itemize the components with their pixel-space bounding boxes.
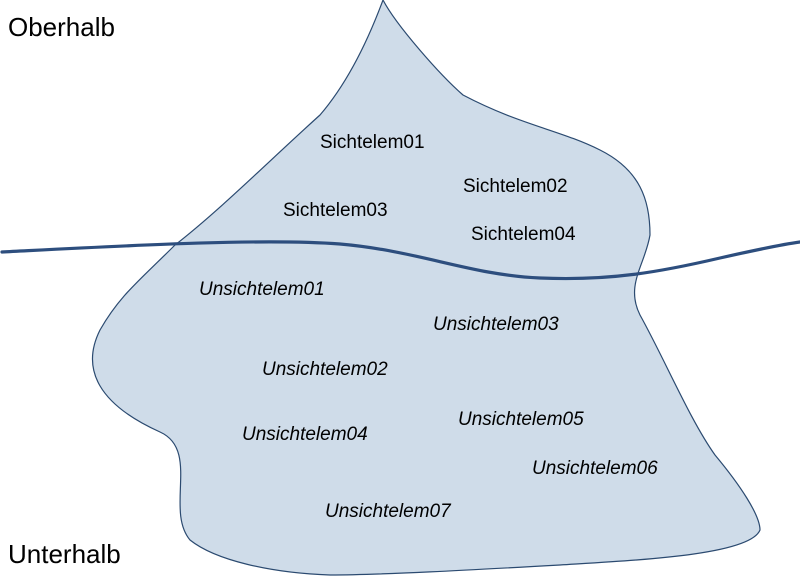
hidden-element-label: Unsichtelem05	[458, 409, 584, 430]
visible-element-label: Sichtelem02	[463, 176, 568, 197]
region-label-above: Oberhalb	[8, 12, 115, 42]
visible-element-label: Sichtelem04	[471, 224, 576, 245]
visible-element-label: Sichtelem01	[320, 132, 425, 153]
hidden-element-label: Unsichtelem06	[532, 458, 658, 479]
hidden-element-label: Unsichtelem02	[262, 359, 388, 380]
hidden-element-label: Unsichtelem03	[433, 314, 559, 335]
region-label-below: Unterhalb	[8, 539, 121, 569]
waterline	[0, 240, 800, 281]
hidden-element-label: Unsichtelem01	[199, 279, 325, 300]
hidden-element-label: Unsichtelem04	[242, 424, 368, 445]
iceberg-shape	[91, 0, 761, 576]
hidden-element-label: Unsichtelem07	[325, 501, 451, 522]
visible-element-label: Sichtelem03	[283, 200, 388, 221]
